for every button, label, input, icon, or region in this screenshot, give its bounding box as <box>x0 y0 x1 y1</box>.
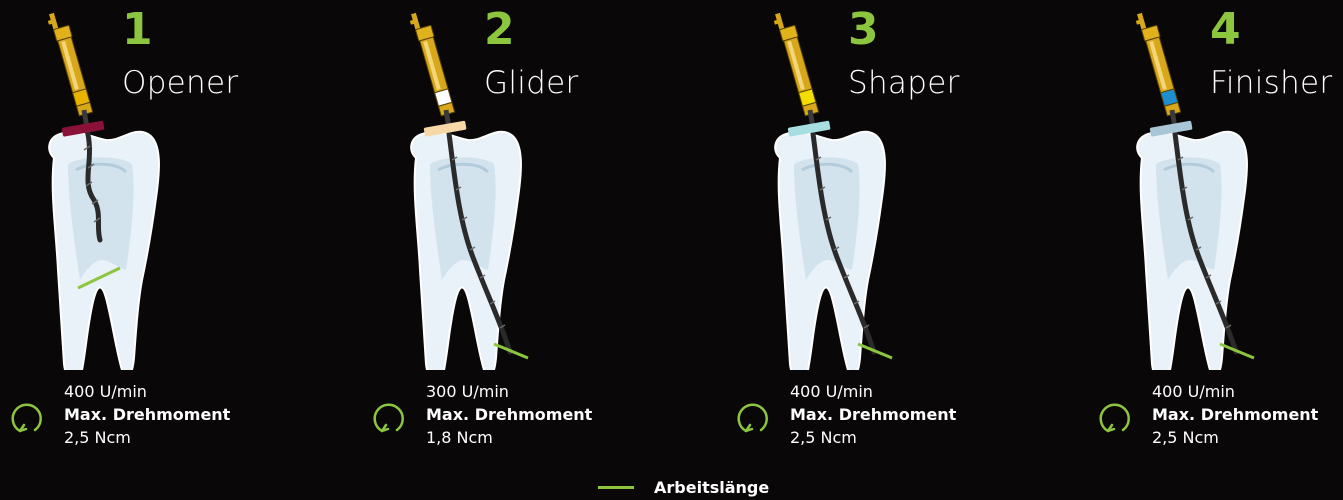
rotation-icon <box>734 398 772 436</box>
instrument-illustration <box>726 0 926 370</box>
legend: Arbeitslänge <box>598 476 769 498</box>
speed-value: 400 U/min <box>1152 380 1318 403</box>
speed-value: 400 U/min <box>790 380 956 403</box>
torque-label: Max. Drehmoment <box>426 403 592 426</box>
rotation-icon <box>370 398 408 436</box>
step-number: 3 <box>848 8 879 52</box>
torque-label: Max. Drehmoment <box>64 403 230 426</box>
rotation-icon <box>1096 398 1134 436</box>
step-number: 2 <box>484 8 515 52</box>
torque-value: 2,5 Ncm <box>790 426 956 449</box>
instrument-illustration <box>362 0 562 370</box>
torque-label: Max. Drehmoment <box>1152 403 1318 426</box>
working-length-mark <box>858 344 892 358</box>
instrument-name: Shaper <box>848 68 960 99</box>
instrument-illustration <box>0 0 200 370</box>
rotation-icon <box>8 398 46 436</box>
instrument-name: Finisher <box>1210 68 1332 99</box>
torque-value: 2,5 Ncm <box>1152 426 1318 449</box>
working-length-mark <box>494 344 528 358</box>
torque-label: Max. Drehmoment <box>790 403 956 426</box>
speed-value: 300 U/min <box>426 380 592 403</box>
torque-value: 2,5 Ncm <box>64 426 230 449</box>
legend-label: Arbeitslänge <box>654 478 769 497</box>
step-number: 1 <box>122 8 153 52</box>
working-length-mark <box>1220 344 1254 358</box>
instrument-illustration <box>1088 0 1288 370</box>
working-length-line-icon <box>598 486 634 489</box>
instrument-name: Opener <box>122 68 238 99</box>
speed-value: 400 U/min <box>64 380 230 403</box>
instrument-name: Glider <box>484 68 579 99</box>
step-number: 4 <box>1210 8 1241 52</box>
tooth-icon <box>49 132 159 370</box>
torque-value: 1,8 Ncm <box>426 426 592 449</box>
